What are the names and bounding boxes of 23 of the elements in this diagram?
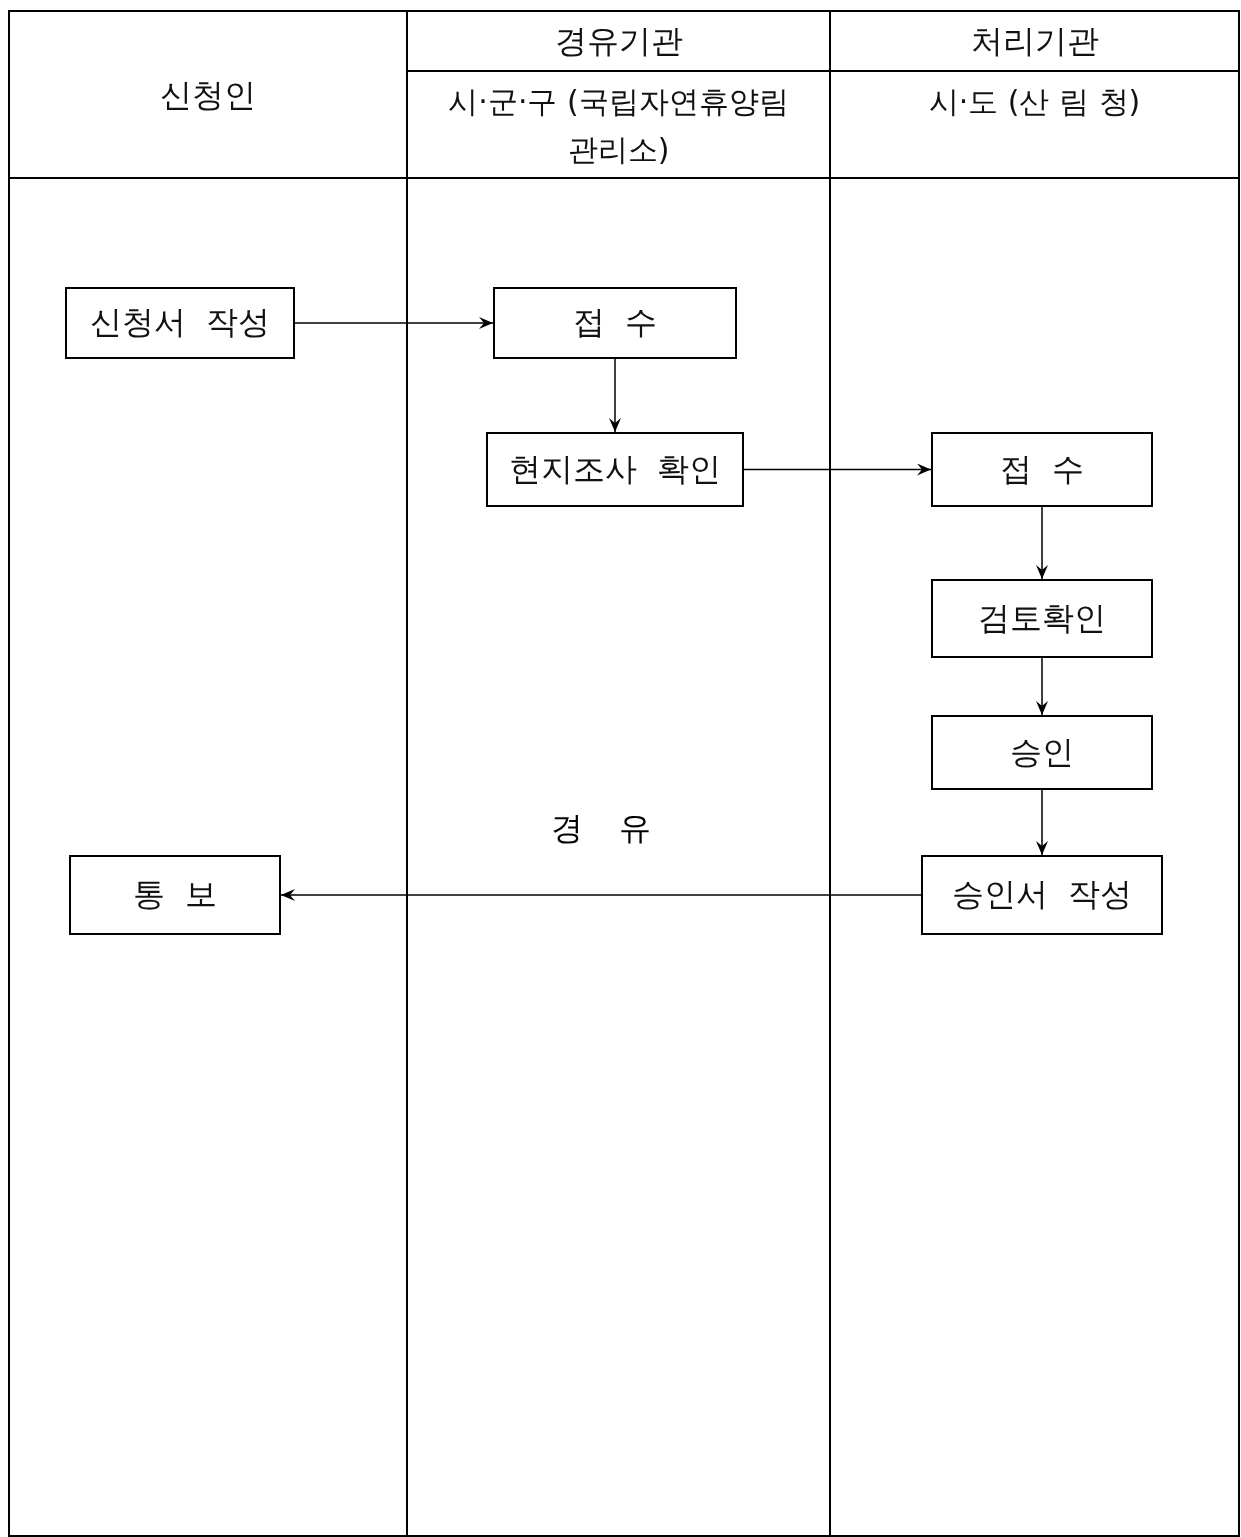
- arrow: [280, 889, 922, 901]
- process-box: 접 수: [493, 287, 737, 359]
- process-box: 통 보: [69, 855, 281, 935]
- arrow: [743, 463, 932, 476]
- process-box: 검토확인: [931, 579, 1153, 658]
- arrow: [294, 317, 494, 329]
- swimlane: [408, 10, 831, 1537]
- process-box: 신청서 작성: [65, 287, 295, 359]
- arrow: [1036, 789, 1048, 856]
- lane-heading: 처리기관: [969, 21, 1100, 62]
- arrow: [609, 358, 621, 433]
- lane-heading: 신청인: [159, 75, 257, 116]
- swimlane: [8, 10, 408, 1537]
- arrow: [1036, 506, 1048, 580]
- lane-heading: 경유기관: [553, 21, 684, 62]
- arrow: [1036, 657, 1048, 716]
- lane-heading: 시·군·구 (국립자연휴양림관리소): [447, 83, 790, 169]
- lane-heading: 시·도 (산 림 청): [927, 83, 1142, 121]
- process-box: 현지조사 확인: [486, 432, 744, 507]
- process-box: 승인: [931, 715, 1153, 790]
- process-box: 승인서 작성: [921, 855, 1163, 935]
- process-box: 접 수: [931, 432, 1153, 507]
- swimlane: [831, 10, 1240, 1537]
